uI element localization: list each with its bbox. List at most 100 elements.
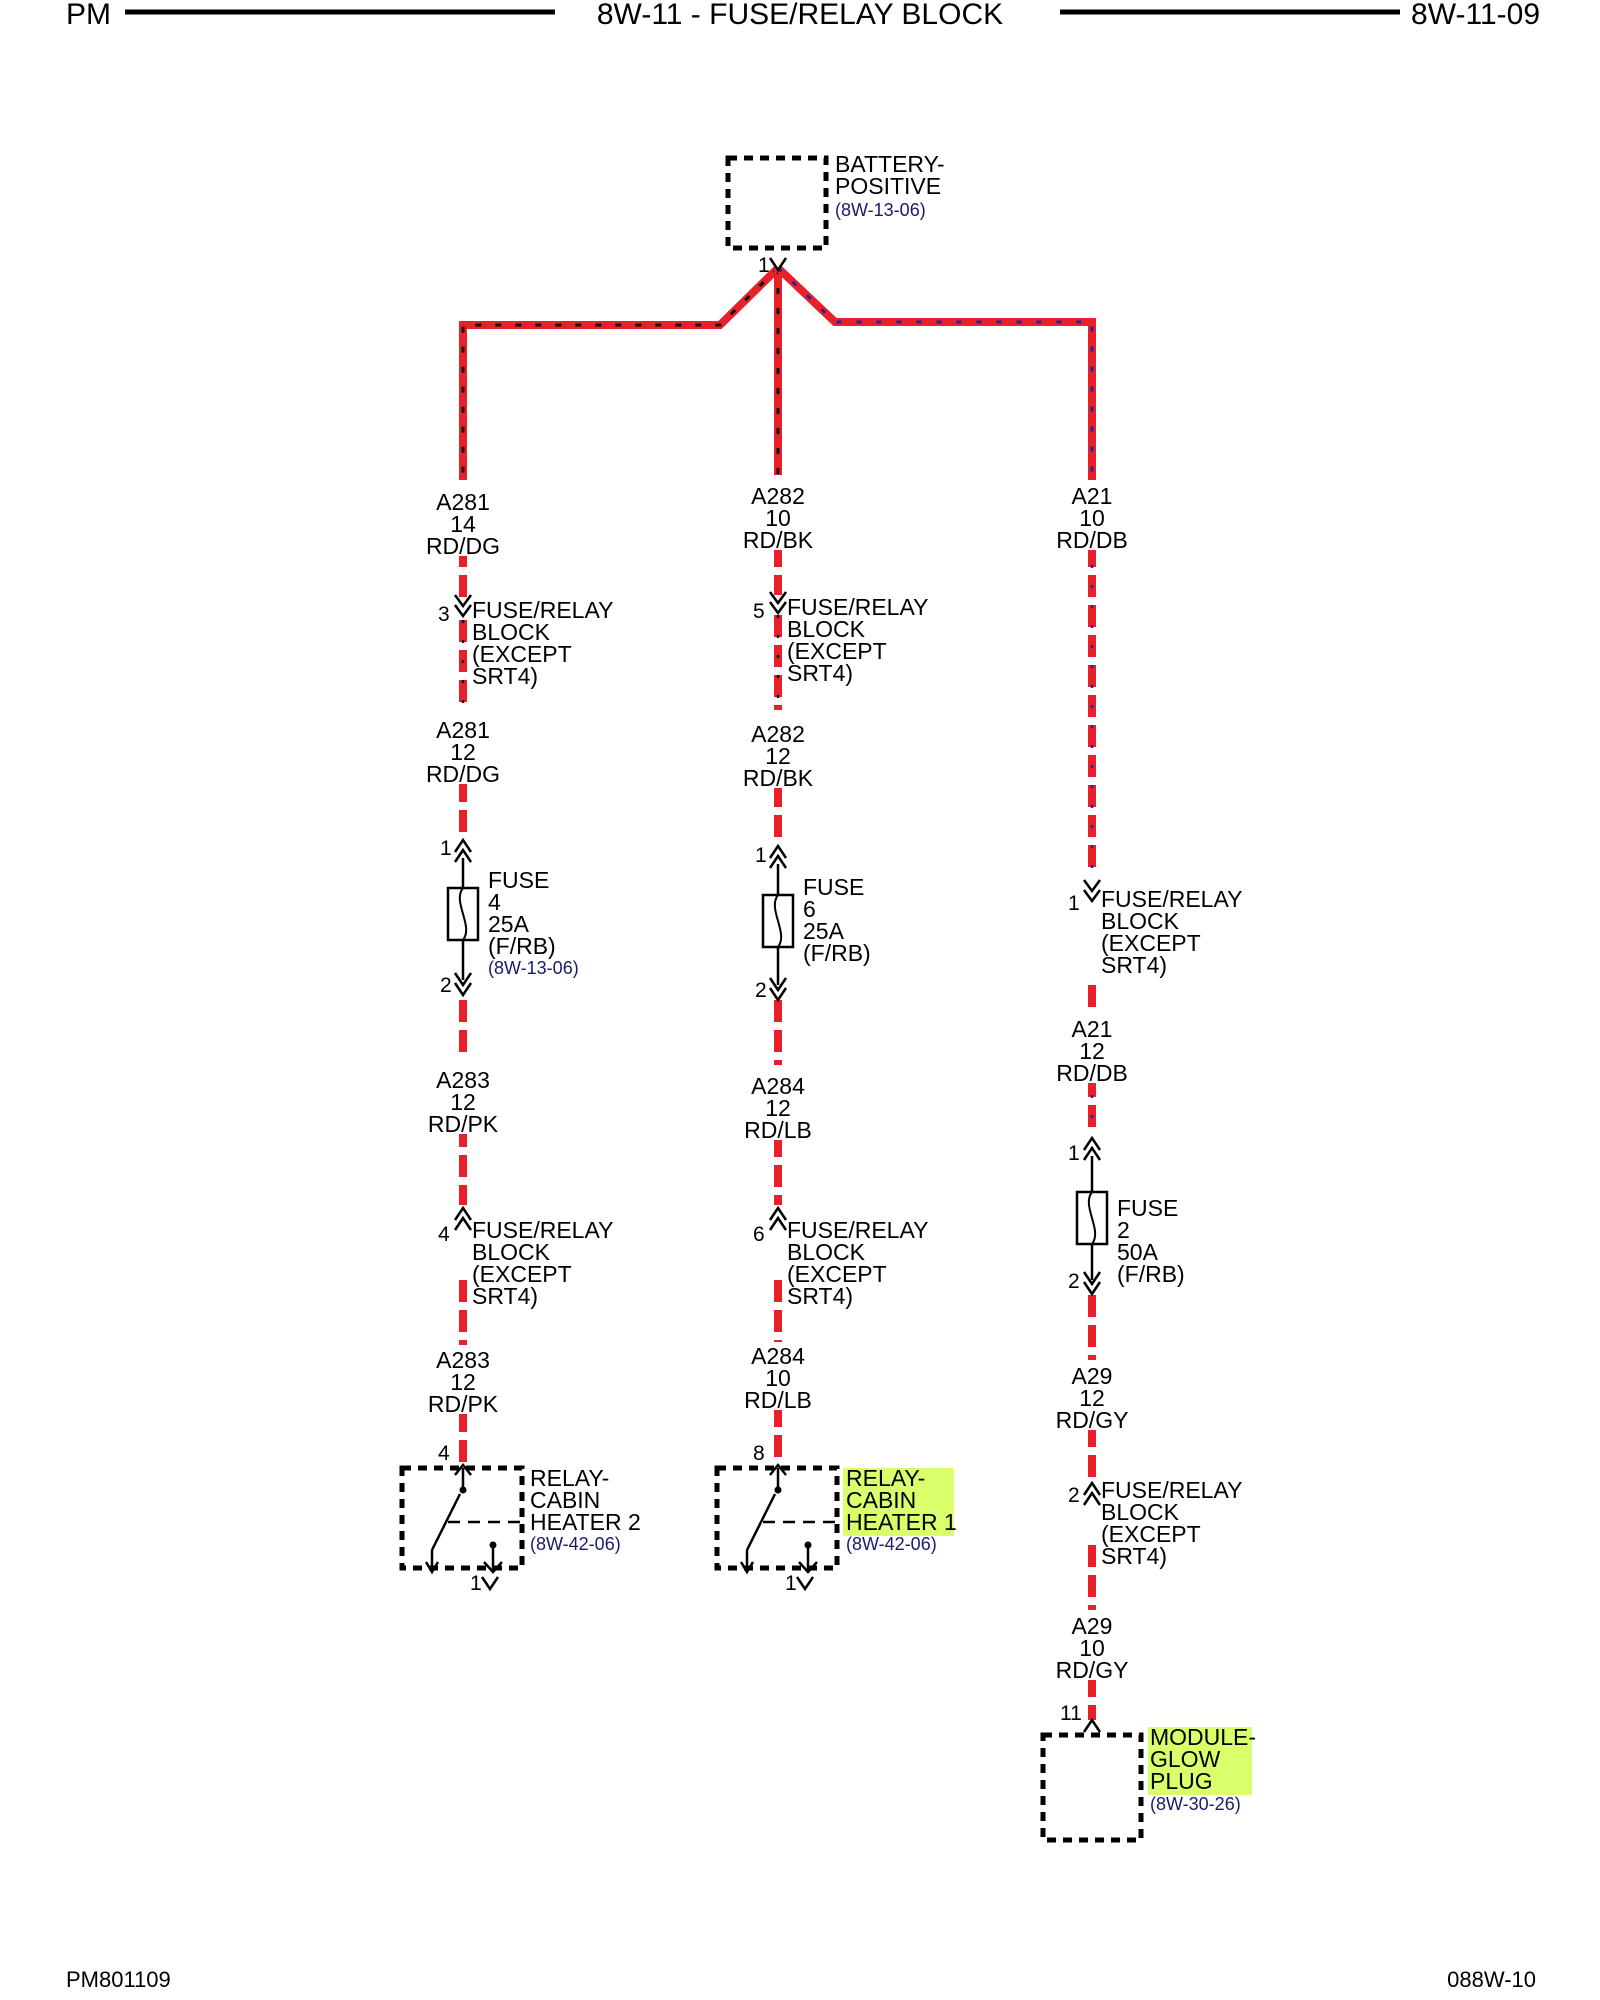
fuse-pin-in: 1 (1068, 1142, 1080, 1165)
connector-label-line3: (EXCEPT (787, 1261, 887, 1287)
relay-label-line2: CABIN (846, 1487, 916, 1513)
relay-switch-icon (714, 1465, 840, 1575)
connector-label-line4: SRT4) (787, 660, 853, 686)
fuse-label-line3: 25A (488, 911, 530, 937)
fuse-icon (761, 893, 795, 949)
wire-id: A283 (436, 1067, 490, 1093)
connector-chevron-icon (1082, 879, 1102, 904)
wire-a21-feed (775, 265, 1096, 480)
footer-right: 088W-10 (1447, 1967, 1536, 1992)
connector-chevron-icon (768, 257, 788, 273)
connector-label-line1: FUSE/RELAY (1101, 886, 1242, 912)
fuse-label-line1: FUSE (803, 874, 864, 900)
battery-positive-component: BATTERY- POSITIVE (8W-13-06) 1 (725, 151, 945, 277)
wire-color: RD/DG (426, 761, 500, 787)
connector-chevron-icon (768, 977, 788, 1003)
circuit-column-right: A21 10 RD/DB 1 FUSE/RELAY BLOCK (EXCEPT … (1040, 482, 1256, 1843)
connector-label-line4: SRT4) (472, 663, 538, 689)
connector-label-line3: (EXCEPT (1101, 930, 1201, 956)
wire-gauge: 10 (765, 1365, 791, 1391)
circuit-column-left: A281 14 RD/DG 3 FUSE/RELAY BLOCK (EXCEPT… (399, 488, 641, 1595)
connector-chevron-icon (453, 837, 473, 863)
battery-pin: 1 (758, 254, 770, 277)
wire-color: RD/DB (1056, 1060, 1128, 1086)
relay-label-line1: RELAY- (846, 1465, 925, 1491)
wire-gauge: 12 (450, 739, 476, 765)
connector-chevron-icon (769, 1462, 787, 1476)
connector-label-line2: BLOCK (787, 616, 866, 642)
wire-gauge: 12 (450, 1089, 476, 1115)
connector-label-line2: BLOCK (472, 1239, 551, 1265)
connector-label-line4: SRT4) (1101, 1543, 1167, 1569)
connector-label-line1: FUSE/RELAY (472, 1217, 613, 1243)
footer-left: PM801109 (66, 1967, 171, 1992)
connector-chevron-icon (453, 1205, 473, 1231)
connector-label-line2: BLOCK (1101, 1499, 1180, 1525)
module-reference: (8W-30-26) (1150, 1794, 1241, 1814)
wire-gauge: 12 (765, 743, 791, 769)
wires (459, 265, 1096, 1720)
wire-color: RD/LB (744, 1117, 812, 1143)
battery-reference: (8W-13-06) (835, 200, 926, 220)
connector-chevron-icon (480, 1576, 500, 1592)
fuse-label-line3: 25A (803, 918, 845, 944)
wire-id: A281 (436, 489, 490, 515)
connector-label-line1: FUSE/RELAY (787, 1217, 928, 1243)
wire-id: A283 (436, 1347, 490, 1373)
relay-label-line3: HEATER 1 (846, 1509, 957, 1535)
module-label-line3: PLUG (1150, 1768, 1213, 1794)
fuse-label-line1: FUSE (488, 867, 549, 893)
header-left: PM (66, 0, 111, 31)
fuse-label-line2: 4 (488, 889, 501, 915)
connector-pin: 5 (753, 600, 765, 623)
wire-gauge: 12 (765, 1095, 791, 1121)
connector-label-line1: FUSE/RELAY (787, 594, 928, 620)
wire-color: RD/PK (428, 1111, 499, 1137)
relay-pin-out: 1 (470, 1572, 482, 1595)
wire-color: RD/BK (743, 765, 814, 791)
connector-chevron-icon (454, 1462, 472, 1476)
wire-color: RD/BK (743, 527, 814, 553)
connector-label-line4: SRT4) (472, 1283, 538, 1309)
connector-label-line2: BLOCK (1101, 908, 1180, 934)
connector-chevron-icon (768, 843, 788, 869)
wire-id: A284 (751, 1343, 805, 1369)
connector-label-line1: FUSE/RELAY (1101, 1477, 1242, 1503)
fuse-pin-out: 2 (1068, 1270, 1080, 1293)
module-pin: 11 (1060, 1702, 1082, 1725)
wire-gauge: 14 (450, 511, 476, 537)
fuse-label-line2: 6 (803, 896, 816, 922)
connector-chevron-icon (1082, 1717, 1102, 1733)
battery-label-line2: POSITIVE (835, 173, 941, 199)
wire-color: RD/DB (1056, 527, 1128, 553)
header-page-number: 8W-11-09 (1411, 0, 1540, 31)
wire-a281-feed (459, 265, 781, 480)
connector-label-line4: SRT4) (787, 1283, 853, 1309)
connector-label-line4: SRT4) (1101, 952, 1167, 978)
wire-gauge: 10 (1079, 505, 1105, 531)
wire-id: A282 (751, 483, 805, 509)
wire-gauge: 12 (1079, 1385, 1105, 1411)
fuse-label-line4: (F/RB) (1117, 1261, 1185, 1287)
glow-plug-module-box (1040, 1732, 1144, 1843)
connector-pin: 3 (438, 603, 450, 626)
connector-chevron-icon (1082, 1135, 1102, 1161)
fuse-pin-in: 1 (755, 844, 767, 867)
connector-label-line2: BLOCK (787, 1239, 866, 1265)
relay-label-line3: HEATER 2 (530, 1509, 641, 1535)
connector-label-line3: (EXCEPT (1101, 1521, 1201, 1547)
fuse-icon (1075, 1190, 1109, 1246)
connector-chevron-icon (768, 1205, 788, 1231)
fuse-label-line2: 2 (1117, 1217, 1130, 1243)
connector-chevron-icon (1082, 1271, 1102, 1297)
page-footer: PM801109 088W-10 (66, 1967, 1536, 1992)
wire-color: RD/GY (1056, 1407, 1129, 1433)
wire-color: RD/PK (428, 1391, 499, 1417)
fuse-label-line3: 50A (1117, 1239, 1159, 1265)
connector-pin: 2 (1068, 1484, 1080, 1507)
fuse-reference: (8W-13-06) (488, 958, 579, 978)
wire-id: A21 (1072, 483, 1113, 509)
connector-chevron-icon (453, 594, 473, 619)
fuse-icon (446, 886, 480, 942)
